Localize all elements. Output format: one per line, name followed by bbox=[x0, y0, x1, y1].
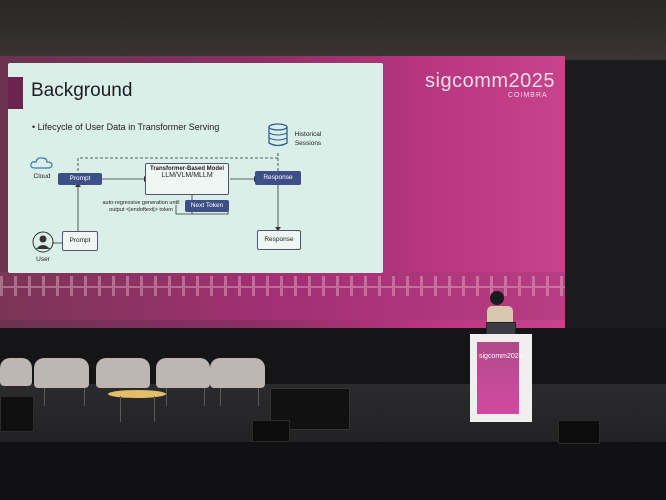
screen-lower-band bbox=[0, 272, 565, 320]
chair bbox=[0, 358, 32, 386]
chair bbox=[210, 358, 265, 388]
chair bbox=[34, 358, 89, 388]
sigcomm-logo: sigcomm2025 bbox=[425, 70, 556, 92]
prompt-node: Prompt bbox=[58, 173, 102, 185]
ceiling bbox=[0, 0, 666, 60]
podium-screen bbox=[477, 342, 519, 414]
logo-subtitle: COIMBRA bbox=[508, 92, 548, 99]
user-icon bbox=[32, 231, 54, 253]
cloud-icon bbox=[30, 157, 53, 169]
chair-leg bbox=[44, 388, 45, 406]
diagram-arrows bbox=[52, 151, 281, 244]
coffee-table bbox=[108, 390, 166, 398]
chair-leg bbox=[220, 388, 221, 406]
chair-leg bbox=[84, 388, 85, 406]
historical-sessions-label: Historical Sessions bbox=[294, 131, 322, 147]
model-title: Transformer-Based Model bbox=[149, 166, 225, 172]
user-label: User bbox=[36, 256, 50, 263]
decorative-pattern bbox=[0, 276, 565, 296]
chair-leg bbox=[204, 388, 205, 406]
table-leg bbox=[120, 396, 121, 422]
floor-speaker bbox=[558, 420, 600, 444]
podium-logo: sigcomm2025 bbox=[479, 353, 523, 360]
chair-leg bbox=[166, 388, 167, 406]
database-icon bbox=[268, 123, 288, 147]
bullet-text: Lifecycle of User Data in Transformer Se… bbox=[37, 122, 220, 132]
table-leg bbox=[154, 396, 155, 422]
model-subtitle: LLM/VLM/MLLM bbox=[161, 172, 213, 179]
slide-accent-bar bbox=[8, 77, 23, 109]
autoregressive-note: auto-regressive generation until output … bbox=[102, 200, 180, 213]
chair bbox=[96, 358, 150, 388]
chair bbox=[156, 358, 210, 388]
model-box: Transformer-Based Model LLM/VLM/MLLM bbox=[145, 163, 229, 195]
chair-leg bbox=[258, 388, 259, 406]
slide: Background • Lifecycle of User Data in T… bbox=[8, 63, 383, 273]
response-box: Response bbox=[257, 230, 301, 250]
floor-speaker bbox=[252, 420, 290, 442]
next-token-node: Next Token bbox=[185, 200, 229, 212]
slide-bullet: • Lifecycle of User Data in Transformer … bbox=[32, 122, 220, 132]
prompt-box: Prompt bbox=[62, 231, 98, 251]
slide-title: Background bbox=[31, 80, 133, 101]
cloud-label: Cloud bbox=[33, 173, 51, 180]
stage-monitor-left bbox=[0, 396, 34, 432]
response-node: Response bbox=[255, 171, 301, 185]
stage-edge bbox=[0, 442, 666, 500]
